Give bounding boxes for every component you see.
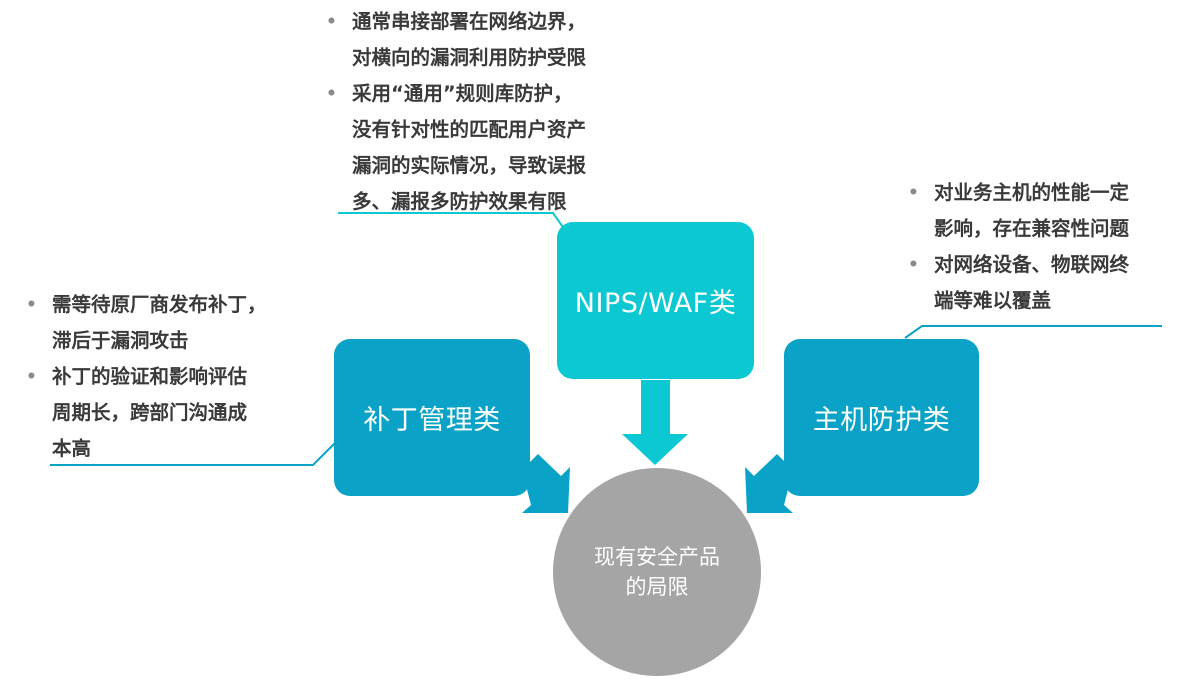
callout-top-item: • 通常串接部署在网络边界， 对横向的漏洞利用防护受限 — [324, 4, 654, 76]
callout-line: 对网络设备、物联网终 — [934, 253, 1130, 276]
callout-line: 补丁的验证和影响评估 — [52, 365, 248, 388]
left-callout-connector — [50, 439, 339, 466]
diagonal-arrow-left-icon — [522, 454, 570, 513]
callout-line: 通常串接部署在网络边界， — [352, 10, 587, 33]
callout-line: 漏洞的实际情况，导致误报 — [352, 154, 587, 177]
down-arrow-icon — [622, 380, 688, 465]
callout-line: 滞后于漏洞攻击 — [52, 329, 189, 352]
callout-line: 对业务主机的性能一定 — [934, 181, 1130, 204]
callout-right-item: • 对网络设备、物联网终 端等难以覆盖 — [906, 247, 1181, 319]
bullet-icon: • — [908, 255, 919, 275]
bullet-icon: • — [26, 367, 37, 387]
callout-line: 多、漏报多防护效果有限 — [352, 190, 567, 213]
center-label-line: 的局限 — [625, 575, 689, 599]
bullet-icon: • — [908, 183, 919, 203]
callout-top: • 通常串接部署在网络边界， 对横向的漏洞利用防护受限 • 采用“通用”规则库防… — [324, 4, 654, 220]
node-host-protection: 主机防护类 — [784, 339, 979, 496]
top-callout-connector — [338, 212, 566, 231]
bullet-icon: • — [26, 295, 37, 315]
bullet-icon: • — [326, 12, 337, 32]
right-callout-connector — [904, 325, 1162, 339]
callout-line: 没有针对性的匹配用户资产 — [352, 118, 587, 141]
callout-top-item: • 采用“通用”规则库防护， 没有针对性的匹配用户资产 漏洞的实际情况，导致误报… — [324, 76, 654, 220]
center-circle: 现有安全产品 的局限 — [553, 468, 761, 676]
callout-line: 端等难以覆盖 — [934, 289, 1052, 312]
callout-left: • 需等待原厂商发布补丁， 滞后于漏洞攻击 • 补丁的验证和影响评估 周期长，跨… — [24, 287, 324, 467]
callout-left-item: • 需等待原厂商发布补丁， 滞后于漏洞攻击 — [24, 287, 324, 359]
callout-line: 影响，存在兼容性问题 — [934, 217, 1130, 240]
center-label-line: 现有安全产品 — [594, 545, 720, 569]
diagonal-arrow-right-icon — [745, 454, 793, 513]
node-nips-waf: NIPS/WAF类 — [557, 222, 754, 379]
callout-right: • 对业务主机的性能一定 影响，存在兼容性问题 • 对网络设备、物联网终 端等难… — [906, 175, 1181, 319]
callout-left-item: • 补丁的验证和影响评估 周期长，跨部门沟通成 本高 — [24, 359, 324, 467]
callout-line: 采用“通用”规则库防护， — [352, 82, 573, 105]
node-patch-management: 补丁管理类 — [334, 339, 530, 496]
bullet-icon: • — [326, 84, 337, 104]
callout-line: 对横向的漏洞利用防护受限 — [352, 46, 587, 69]
callout-line: 周期长，跨部门沟通成 — [52, 401, 248, 424]
callout-line: 需等待原厂商发布补丁， — [52, 293, 267, 316]
callout-right-item: • 对业务主机的性能一定 影响，存在兼容性问题 — [906, 175, 1181, 247]
callout-line: 本高 — [52, 437, 92, 460]
